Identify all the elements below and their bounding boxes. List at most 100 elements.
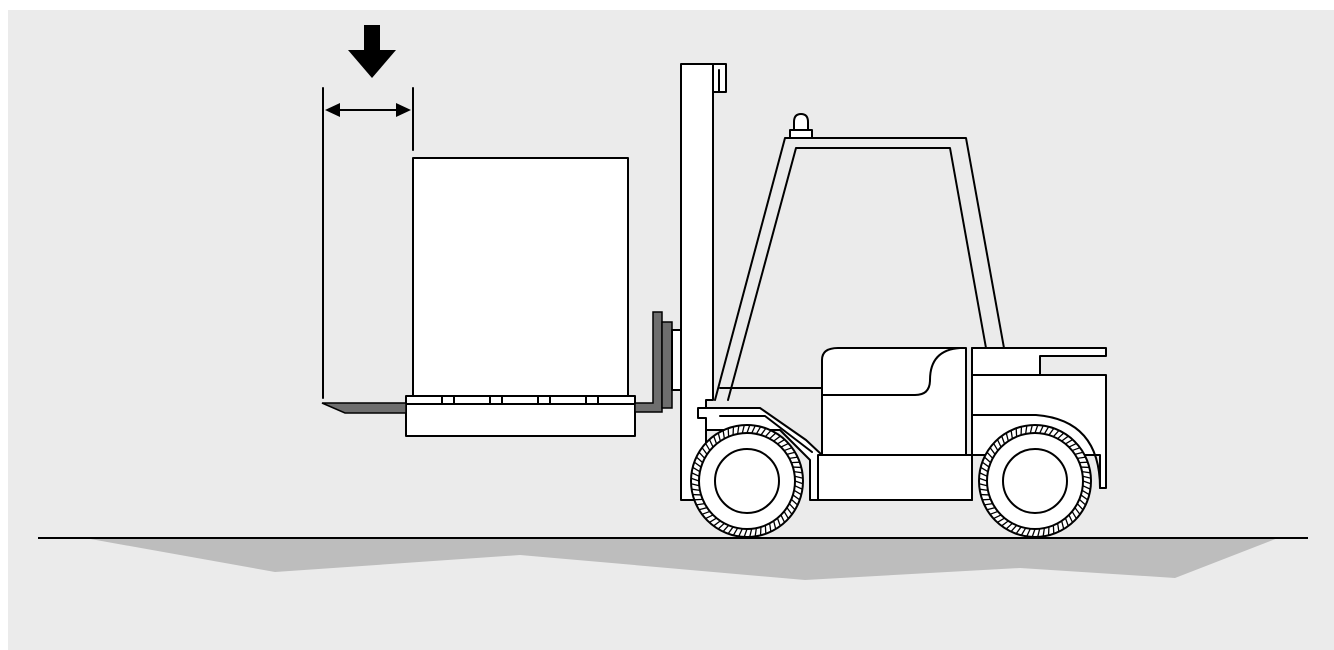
tread-tick <box>979 488 989 492</box>
tread-tick <box>1081 470 1091 474</box>
tread-tick <box>1037 528 1041 538</box>
tread-tick <box>743 528 748 538</box>
tread-tick <box>695 456 704 464</box>
tread-tick <box>1001 520 1009 527</box>
tread-tick <box>732 527 739 536</box>
tread-tick <box>1077 456 1086 460</box>
tread-tick <box>984 502 993 506</box>
front-wheel-tread <box>690 424 804 538</box>
tread-tick <box>764 429 772 438</box>
tread-tick <box>783 447 793 452</box>
rear-wheel-tread <box>978 424 1092 538</box>
tread-tick <box>691 472 700 477</box>
tread-tick <box>989 510 999 515</box>
tread-tick <box>709 517 717 524</box>
tread-tick <box>793 470 803 474</box>
tread-tick <box>705 514 714 520</box>
tread-tick <box>1065 438 1073 445</box>
tread-tick <box>776 517 781 527</box>
tread-tick <box>1082 475 1092 479</box>
tread-tick <box>1074 451 1084 455</box>
tread-tick <box>1081 489 1090 496</box>
tread-tick <box>717 522 725 530</box>
tread-tick <box>760 427 767 436</box>
tread-tick <box>786 507 793 515</box>
tread-tick <box>780 514 786 523</box>
tread-tick <box>773 435 781 442</box>
tread-tick <box>701 447 708 455</box>
rear-wheel <box>978 424 1092 538</box>
tread-tick <box>1001 435 1006 445</box>
tread-tick <box>1043 426 1050 435</box>
tread-tick <box>738 528 743 537</box>
tread-tick <box>1076 503 1084 511</box>
tread-tick <box>749 528 753 538</box>
tread-tick <box>986 507 996 511</box>
tread-tick <box>1031 528 1036 538</box>
tread-tick <box>790 498 799 506</box>
tread-tick <box>992 443 999 451</box>
tread-tick <box>788 503 796 511</box>
down-arrow-icon <box>348 25 396 78</box>
tread-tick <box>1010 430 1014 439</box>
tread-tick <box>996 439 1002 448</box>
tread-tick <box>1057 432 1065 440</box>
tread-tick <box>693 461 702 468</box>
tread-tick <box>768 523 772 532</box>
tread-tick <box>751 425 756 434</box>
tread-tick <box>746 424 751 434</box>
tread-tick <box>1029 424 1033 434</box>
rear-wheel-hub <box>1002 448 1068 514</box>
load-group <box>321 25 673 437</box>
load-box <box>412 157 629 397</box>
fork <box>321 311 673 414</box>
mast <box>671 63 727 501</box>
tread-tick <box>777 438 785 445</box>
tread-tick <box>794 485 803 490</box>
tread-tick <box>701 510 711 515</box>
tread-tick <box>736 425 740 435</box>
tread-tick <box>704 443 711 451</box>
tread-tick <box>690 483 700 487</box>
tread-tick <box>793 489 802 496</box>
engine-cover <box>821 347 967 456</box>
front-wheel <box>690 424 804 538</box>
tread-tick <box>713 435 718 445</box>
tread-tick <box>1080 494 1089 501</box>
tread-tick <box>1056 523 1060 532</box>
tread-tick <box>1005 522 1013 530</box>
ground-shadow <box>85 538 1278 580</box>
tread-tick <box>792 494 801 501</box>
cabin <box>714 137 1005 401</box>
tread-tick <box>1078 498 1087 506</box>
tread-tick <box>722 430 726 439</box>
tread-tick <box>698 507 708 511</box>
tread-tick <box>789 456 798 460</box>
tread-tick <box>979 472 988 477</box>
tread-tick <box>741 424 745 434</box>
tread-tick <box>1052 429 1060 438</box>
tread-tick <box>780 442 789 448</box>
tread-tick <box>1061 435 1069 442</box>
tread-tick <box>755 426 762 435</box>
tread-tick <box>1015 526 1022 535</box>
tread-tick <box>983 456 992 464</box>
tread-tick <box>981 461 990 468</box>
tread-tick <box>698 451 706 459</box>
tread-tick <box>1020 527 1027 536</box>
chassis <box>697 407 973 501</box>
tread-tick <box>1026 528 1031 537</box>
tread-tick <box>1010 524 1018 533</box>
tread-tick <box>1034 424 1039 434</box>
tread-tick <box>1068 514 1074 523</box>
tread-tick <box>993 514 1002 520</box>
double-arrow-icon <box>325 103 411 117</box>
tread-tick <box>783 511 790 519</box>
tread-tick <box>997 517 1005 524</box>
tread-tick <box>713 520 721 527</box>
tread-tick <box>1064 517 1069 527</box>
tread-tick <box>1068 442 1077 448</box>
tread-tick <box>717 432 721 442</box>
